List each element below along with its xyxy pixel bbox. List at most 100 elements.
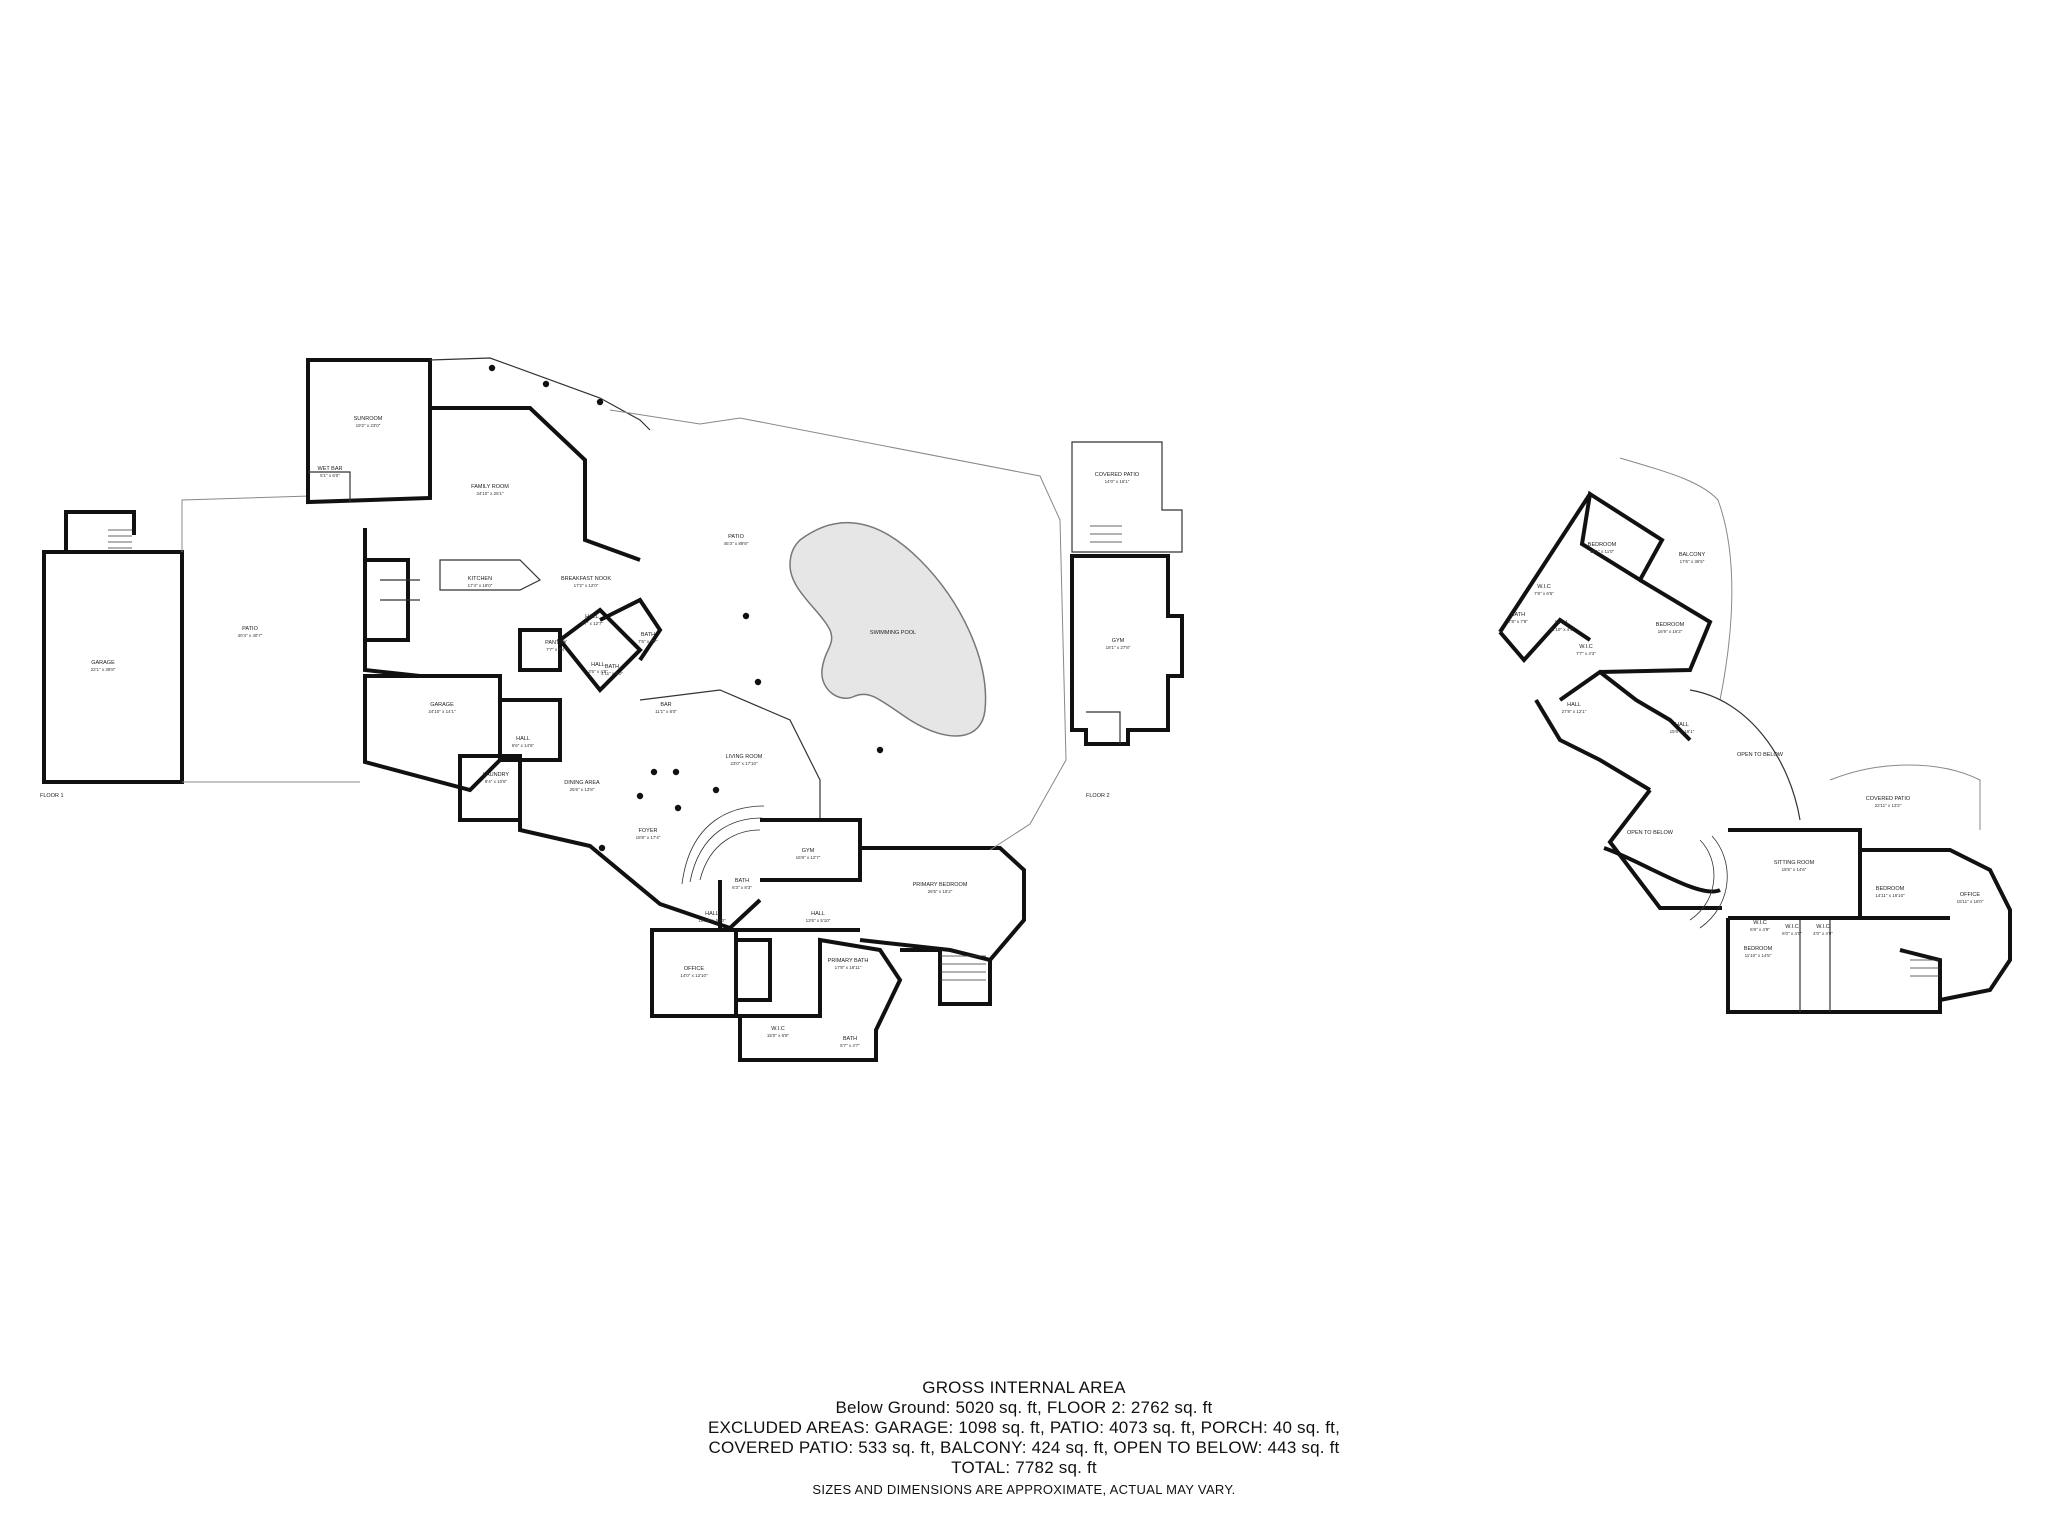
room-label: PANTRY [545,640,567,646]
room-dimension: 17'4" x 18'0" [468,583,493,588]
room-dimension: 14'11" x 16'10" [1875,893,1905,898]
room-label: SITTING ROOM [1774,860,1815,866]
room-dimension: 6'3" x 8'3" [732,885,752,890]
room-label: BATH [1511,612,1525,618]
room-dimension: 45'3" x 89'8" [724,541,749,546]
room-dimension: 7'7" x 12'7" [581,621,604,626]
room-label: OFFICE [1960,892,1980,898]
room-label: OFFICE [684,966,704,972]
room-dimension: 23'0" x 17'10" [730,761,758,766]
room-label: W.I.C [771,1026,784,1032]
room-label: FAMILY ROOM [471,484,509,490]
room-dimension: 19'2" x 23'0" [356,423,381,428]
room-dimension: 11'10" x 14'5" [1745,953,1772,958]
room-dimension: 17'8" x 18'11" [835,965,862,970]
room-dimension: 16'10" x 5'10" [698,918,726,923]
room-label: BAR [660,702,671,708]
room-label: HALL [585,614,599,620]
room-dimension: 5'1" x 6'0" [320,473,340,478]
room-label: GYM [1112,638,1125,644]
room-label: HALL [1555,620,1569,626]
room-dimension: 6'6" x 14'6" [512,743,535,748]
room-dimension: 16'9" x 16'2" [1658,629,1683,634]
floor2-label: FLOOR 2 [1086,793,1110,799]
room-dimension: 11'10" x 4'4" [1550,627,1575,632]
summary-disclaimer: SIZES AND DIMENSIONS ARE APPROXIMATE, AC… [812,1482,1236,1497]
room-label: BEDROOM [1876,886,1905,892]
room-dimension: 7'8" x 7'8" [1508,619,1528,624]
floor1-label: FLOOR 1 [40,793,64,799]
room-label: HALL [591,662,605,668]
floor1-plan [42,357,1067,1062]
room-dimension: 26'5" x 15'2" [928,889,953,894]
room-dimension: 15'6" x 16'1" [1670,729,1695,734]
room-label: FOYER [639,828,658,834]
room-dimension: 17'6" x 36'5" [1680,559,1705,564]
room-dimension: 11'1" x 8'0" [655,709,677,714]
room-dimension: 14'0" x 12'10" [680,973,708,978]
room-label: GYM [802,848,815,854]
room-dimension: 6'8" x 4'9" [1750,927,1770,932]
room-dimension: 8'4" x 10'6" [485,779,508,784]
room-dimension: 3'5" x 4'9" [588,669,608,674]
room-dimension: 22'11" x 13'2" [1875,803,1902,808]
summary-title: GROSS INTERNAL AREA [922,1378,1126,1397]
room-label: WET BAR [318,466,343,472]
room-dimension: 7'7" x 8'4" [546,647,566,652]
room-label: W.I.C [1816,924,1829,930]
room-label: BATH [641,632,655,638]
summary-line-4: TOTAL: 7782 sq. ft [951,1458,1097,1477]
room-label: BEDROOM [1656,622,1685,628]
floor2-plan [1498,457,2012,1014]
room-dimension: 14'0" x 16'1" [1105,479,1130,484]
room-label: BATH [843,1036,857,1042]
room-label: BEDROOM [1588,542,1617,548]
room-dimension: 4'11" x 6'0" [601,671,623,676]
room-dimension: 34'10" x 25'1" [476,491,504,496]
room-label: W.I.C [1753,920,1766,926]
summary-line-1: Below Ground: 5020 sq. ft, FLOOR 2: 2762… [835,1398,1213,1417]
lower-level-plan [1070,441,1184,746]
room-label: COVERED PATIO [1095,472,1140,478]
room-dimension: 17'2" x 12'0" [574,583,599,588]
room-dimension: 18'1" x 27'8" [1106,645,1131,650]
room-dimension: 40'4" x 40'7" [238,633,263,638]
room-label: HALL [811,911,825,917]
room-label: W.I.C [1785,924,1798,930]
room-dimension: 4'0" x 4'9" [1813,931,1833,936]
room-label: W.I.C [1579,644,1592,650]
room-dimension: 5'7" x 4'7" [840,1043,860,1048]
room-label: BREAKFAST NOOK [561,576,611,582]
room-label: PRIMARY BEDROOM [913,882,968,888]
room-label: DINING AREA [564,780,600,786]
room-label: PATIO [728,534,744,540]
room-dimension: 6'0" x 4'0" [1782,931,1802,936]
room-label: PATIO [242,626,258,632]
room-label: KITCHEN [468,576,492,582]
summary-line-3: COVERED PATIO: 533 sq. ft, BALCONY: 424 … [708,1438,1340,1457]
room-label: HALL [705,911,719,917]
area-summary: GROSS INTERNAL AREA Below Ground: 5020 s… [524,1378,1524,1500]
room-label: GARAGE [91,660,115,666]
room-label: BALCONY [1679,552,1706,558]
room-label: SUNROOM [354,416,383,422]
room-dimension: 7'7" x 4'3" [1576,651,1596,656]
room-label: OPEN TO BELOW [1737,752,1784,758]
room-label: LIVING ROOM [726,754,763,760]
summary-line-2: EXCLUDED AREAS: GARAGE: 1098 sq. ft, PAT… [707,1418,1341,1437]
room-label: OPEN TO BELOW [1627,830,1674,836]
room-dimension: 7'6" x 7'7" [638,639,658,644]
room-dimension: 18'8" x 17'4" [636,835,661,840]
room-dimension: 15'0" x 6'8" [767,1033,790,1038]
room-dimension: 15'1" x 11'0" [1590,549,1615,554]
room-dimension: 27'8" x 12'1" [1562,709,1587,714]
room-label: SWIMMING POOL [870,630,916,636]
room-label: BEDROOM [1744,946,1773,952]
room-dimension: 22'1" x 38'8" [91,667,116,672]
room-label: HALL [1567,702,1581,708]
room-label: HALL [1675,722,1689,728]
room-dimension: 7'8" x 6'5" [1534,591,1554,596]
room-dimension: 13'6" x 5'10" [806,918,831,923]
room-label: BATH [605,664,619,670]
